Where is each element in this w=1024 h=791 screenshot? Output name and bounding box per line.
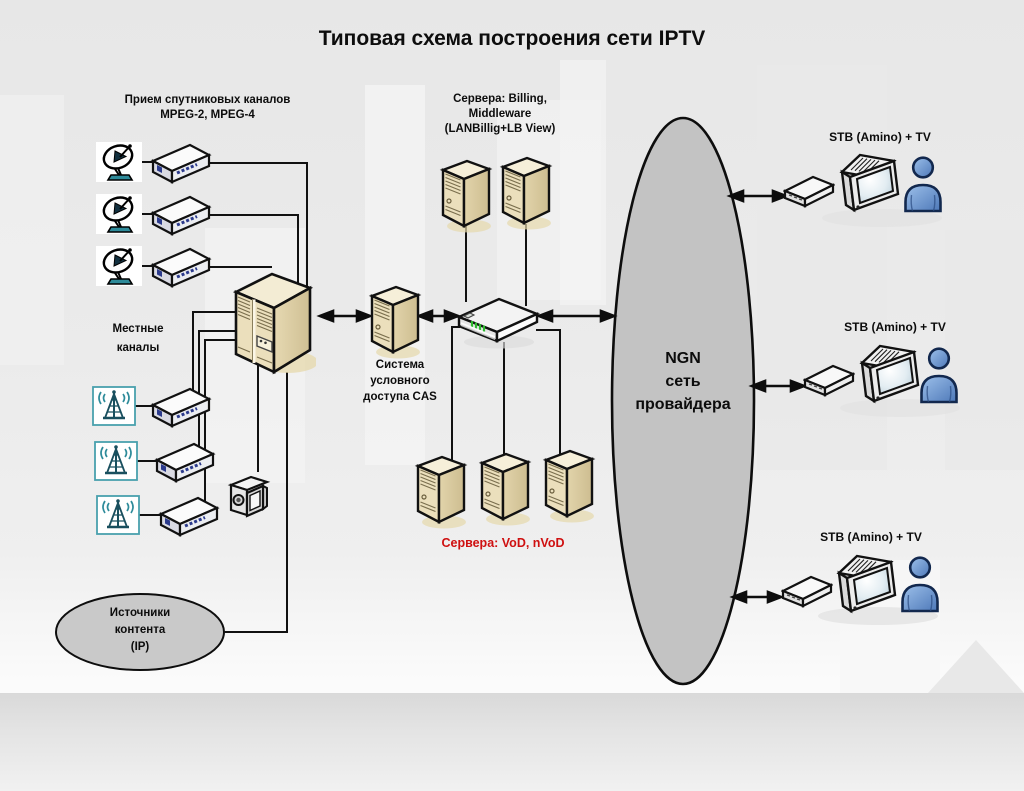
antenna-icon-1: [92, 386, 136, 426]
satellite-receiver-icon-3: [150, 246, 212, 290]
tv-icon-2: [856, 341, 920, 405]
arrow-switch-ngn: [535, 309, 618, 323]
headend-server-icon: [230, 252, 316, 377]
arrow-ngn-stb2: [748, 379, 808, 393]
satellite-dish-icon-1: [96, 140, 146, 184]
connector-vod1-switch: [451, 326, 460, 465]
billing-servers-label: Сервера: Billing, Middleware (LANBillig+…: [444, 93, 556, 135]
tv-icon-1: [836, 150, 900, 214]
tv-icon-3: [833, 551, 897, 615]
billing-server-icon-2: [497, 153, 555, 231]
arrow-cas-switch: [415, 309, 462, 323]
stb-label-1: STB (Amino) + TV: [829, 130, 931, 144]
antenna-icon-3: [96, 495, 140, 535]
camera-icon: [226, 470, 272, 522]
satellite-dish-icon-3: [96, 244, 146, 288]
local-channels-label: Местные каналы: [112, 323, 164, 354]
satellite-receiver-icon-2: [150, 194, 212, 238]
stb-label-2: STB (Amino) + TV: [844, 320, 946, 334]
ngn-label: NGN сеть провайдера: [635, 350, 731, 413]
connector-sat1-headend: [206, 162, 308, 286]
connector-vod3-switch: [536, 329, 561, 459]
vod-server-icon-3: [540, 446, 598, 524]
satellite-channels-label: Прием спутниковых каналов MPEG-2, MPEG-4: [124, 94, 291, 121]
cas-server-icon: [366, 282, 424, 360]
local-receiver-icon-2: [154, 441, 216, 485]
switch-icon: [453, 294, 543, 350]
ngn-cloud: [610, 116, 756, 686]
stb-icon-3: [781, 572, 833, 612]
cas-label: Система условного доступа CAS: [363, 359, 437, 403]
vod-server-icon-2: [476, 449, 534, 527]
person-icon-3: [899, 555, 941, 613]
satellite-receiver-icon-1: [150, 142, 212, 186]
person-icon-2: [918, 346, 960, 404]
satellite-dish-icon-2: [96, 192, 146, 236]
billing-server-icon-1: [437, 156, 495, 234]
vod-server-icon-1: [412, 452, 470, 530]
local-receiver-icon-1: [150, 386, 212, 430]
arrow-ngn-stb3: [729, 590, 785, 604]
stb-icon-2: [803, 361, 855, 401]
person-icon-1: [902, 155, 944, 213]
stb-label-3: STB (Amino) + TV: [820, 530, 922, 544]
bottom-gradient-band: [0, 693, 1024, 791]
antenna-icon-2: [94, 441, 138, 481]
page-title: Типовая схема построения сети IPTV: [318, 27, 706, 50]
content-sources-label: Источники контента (IP): [109, 607, 171, 653]
stb-icon-1: [783, 172, 835, 212]
vod-servers-label: Сервера: VoD, nVoD: [441, 536, 565, 550]
local-receiver-icon-3: [158, 495, 220, 539]
arrow-headend-cas: [316, 309, 374, 323]
arrow-ngn-stb1: [726, 189, 790, 203]
